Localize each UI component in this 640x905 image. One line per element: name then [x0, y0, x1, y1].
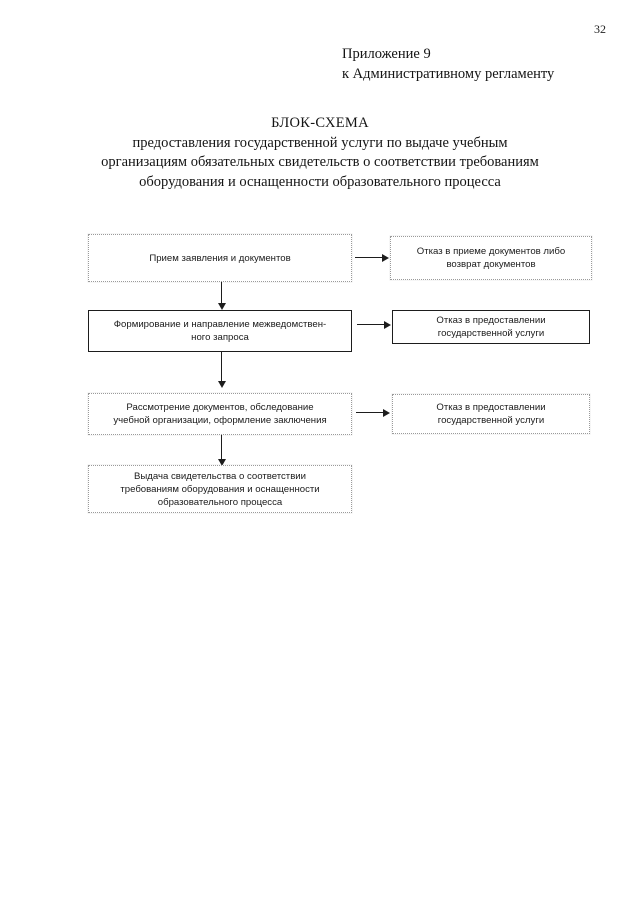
connector-review-to-refuse-2-line	[356, 412, 384, 414]
flow-node-line: Отказ в предоставлении	[436, 402, 546, 413]
flow-node-refuse-acceptance: Отказ в приеме документов либо возврат д…	[390, 236, 592, 280]
connector-review-to-issue-arrowhead	[217, 459, 226, 466]
connector-review-to-issue-line	[221, 435, 223, 463]
connector-accept-to-refuse-acceptance-arrowhead	[382, 253, 389, 262]
flow-node-line: Формирование и направление межведомствен…	[113, 319, 327, 330]
appendix-heading: Приложение 9 к Административному регламе…	[342, 44, 554, 84]
flow-node-issue-certificate: Выдача свидетельства о соответствии треб…	[88, 465, 352, 513]
appendix-line-1: Приложение 9	[342, 46, 431, 62]
title-line-3: оборудования и оснащенности образователь…	[139, 173, 501, 190]
flow-node-line: требованиям оборудования и оснащенности	[120, 483, 320, 495]
flow-node-line: возврат документов	[446, 259, 536, 270]
flow-node-refuse-service-2: Отказ в предоставлении государственной у…	[392, 394, 590, 434]
connector-accept-to-interagency-arrowhead	[217, 303, 226, 310]
document-title: БЛОК-СХЕМА предоставления государственно…	[40, 114, 600, 192]
flow-node-line: Рассмотрение документов, обследование	[126, 402, 314, 413]
flow-node-review-documents: Рассмотрение документов, обследование уч…	[88, 393, 352, 435]
title-line-1: предоставления государственной услуги по…	[132, 134, 508, 151]
flow-node-line: учебной организации, оформление заключен…	[113, 415, 327, 426]
flow-node-interagency-request: Формирование и направление межведомствен…	[88, 310, 352, 352]
flow-node-line: образовательного процесса	[157, 496, 283, 508]
connector-interagency-to-refuse-1-arrowhead	[384, 320, 391, 329]
connector-review-to-refuse-2-arrowhead	[383, 408, 390, 417]
connector-interagency-to-review-arrowhead	[217, 381, 226, 388]
flow-node-line: государственной услуги	[437, 415, 545, 426]
appendix-line-2: к Административному регламенту	[342, 66, 555, 82]
connector-interagency-to-review-line	[221, 352, 223, 385]
flow-node-line: ного запроса	[191, 332, 249, 343]
flow-node-line: Отказ в приеме документов либо	[416, 246, 566, 257]
connector-interagency-to-refuse-1-line	[357, 324, 385, 326]
flow-node-line: Прием заявления и документов	[149, 252, 291, 264]
connector-accept-to-interagency-line	[221, 282, 223, 307]
connector-accept-to-refuse-acceptance-line	[355, 257, 383, 259]
flow-node-accept-application: Прием заявления и документов	[88, 234, 352, 282]
flow-node-line: Выдача свидетельства о соответствии	[133, 470, 307, 482]
title-line-2: организациям обязательных свидетельств о…	[101, 154, 539, 170]
page-number: 32	[594, 22, 606, 36]
flow-node-line: государственной услуги	[437, 328, 545, 339]
title-heading: БЛОК-СХЕМА	[271, 115, 369, 131]
flow-node-line: Отказ в предоставлении	[436, 315, 546, 326]
flow-node-refuse-service-1: Отказ в предоставлении государственной у…	[392, 310, 590, 344]
